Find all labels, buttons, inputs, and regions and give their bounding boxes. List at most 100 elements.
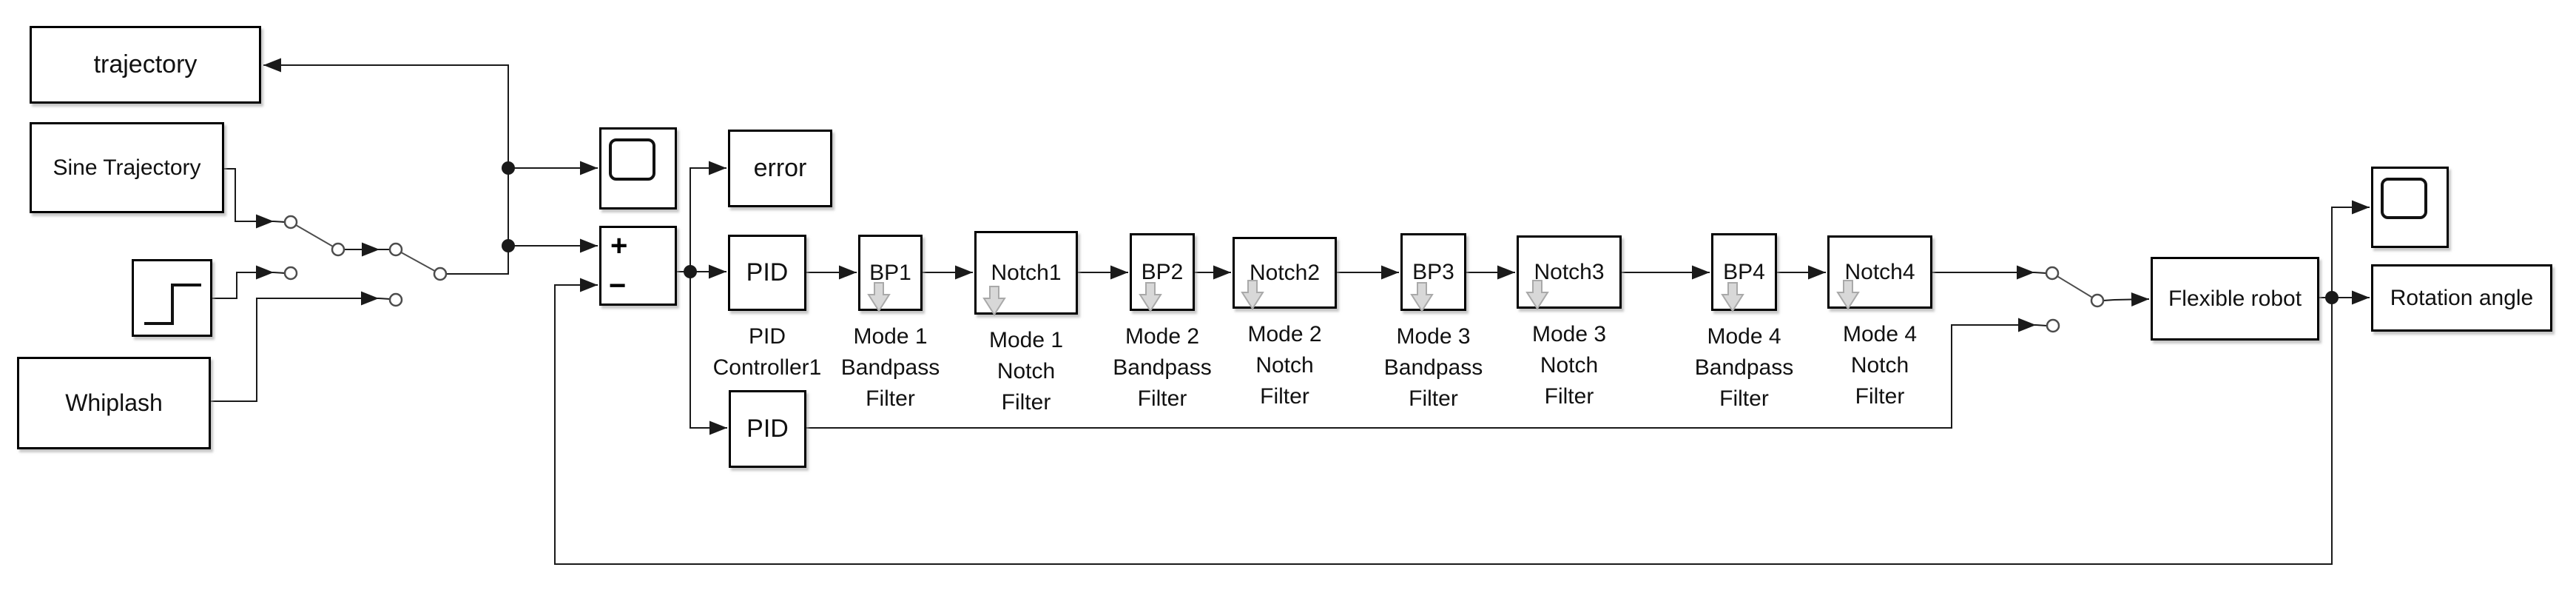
signal-wire-sine-to-switch1[interactable] (224, 168, 274, 222)
branch-dot (502, 161, 515, 175)
branch-dot (502, 239, 515, 252)
notch1-label: Notch1 (991, 260, 1062, 285)
signal-wire-step-switch1-stub[interactable] (273, 272, 286, 274)
arrowhead-icon (2352, 290, 2370, 305)
block-scope-output[interactable] (2371, 167, 2449, 248)
branch-dot (2325, 291, 2339, 304)
signal-wire-feedback-to-sum-minus[interactable] (554, 284, 2333, 565)
error-label: error (753, 154, 807, 182)
signal-wire-sine-switch1-stub[interactable] (273, 221, 286, 223)
signal-wire-step-to-switch1[interactable] (212, 272, 274, 299)
block-bp1[interactable]: BP1 (858, 235, 923, 311)
arrowhead-icon (839, 265, 857, 280)
trajectory-label: trajectory (93, 50, 198, 78)
arrowhead-icon (1381, 265, 1399, 280)
arrowhead-icon (580, 161, 598, 175)
block-bp2[interactable]: BP2 (1130, 233, 1195, 311)
rotation-angle-label: Rotation angle (2390, 285, 2534, 310)
block-sum-junction[interactable]: +− (599, 226, 677, 306)
arrowhead-icon (361, 291, 379, 306)
signal-wire-pid2-to-switch3[interactable] (806, 324, 2036, 429)
arrowhead-icon (1692, 265, 1710, 280)
manual-switch-reference-arm[interactable] (395, 249, 441, 275)
block-bp4[interactable]: BP4 (1711, 233, 1777, 311)
block-sine-trajectory[interactable]: Sine Trajectory (30, 122, 224, 213)
block-pid-controller-2[interactable]: PID (729, 390, 806, 468)
arrowhead-icon (2018, 318, 2036, 332)
down-arrow-badge-icon (1835, 280, 1860, 310)
block-pid-controller-1[interactable]: PID (728, 235, 806, 311)
arrowhead-icon (1808, 265, 1826, 280)
pid-controller-2-label: PID (746, 415, 789, 443)
block-step-source[interactable] (132, 259, 212, 337)
manual-switch-controller-in2-port[interactable] (2046, 318, 2060, 333)
down-arrow-badge-icon (1139, 282, 1163, 312)
sum-minus-sign: − (609, 269, 627, 302)
block-trajectory[interactable]: trajectory (30, 26, 261, 104)
signal-wire-notch4-switch3-stub[interactable] (2034, 272, 2047, 274)
manual-switch-source-arm[interactable] (290, 221, 339, 250)
arrowhead-icon (2131, 292, 2149, 307)
arrowhead-icon (955, 265, 973, 280)
manual-switch-reference-out-port[interactable] (433, 266, 448, 281)
manual-switch-source-out-port[interactable] (331, 242, 345, 257)
notch3-label: Notch3 (1534, 259, 1605, 284)
down-arrow-badge-icon (1525, 280, 1549, 310)
sine-trajectory-label: Sine Trajectory (53, 155, 201, 180)
arrowhead-icon (1497, 265, 1515, 280)
down-arrow-badge-icon (982, 286, 1007, 316)
arrowhead-icon (709, 420, 727, 435)
block-flexible-robot[interactable]: Flexible robot (2151, 257, 2319, 341)
signal-wire-whiplash-switch2-stub[interactable] (378, 298, 391, 300)
manual-switch-controller-arm[interactable] (2051, 272, 2098, 301)
step-icon (144, 284, 201, 325)
pid-controller-1-label: PID (746, 258, 789, 286)
block-whiplash[interactable]: Whiplash (17, 357, 211, 449)
manual-switch-controller-out-port[interactable] (2090, 293, 2105, 308)
arrowhead-icon (2017, 265, 2034, 280)
signal-wire-robot-branch-to-scope[interactable] (2331, 207, 2370, 298)
manual-switch-reference-in2-port[interactable] (388, 292, 403, 307)
block-error[interactable]: error (728, 130, 832, 207)
bp1-label: BP1 (869, 260, 911, 285)
manual-switch-source-in1-port[interactable] (283, 215, 298, 229)
bp4-label: BP4 (1723, 259, 1765, 284)
bp3-label: BP3 (1412, 259, 1454, 284)
block-bp3[interactable]: BP3 (1400, 233, 1466, 311)
down-arrow-badge-icon (1409, 282, 1434, 312)
down-arrow-badge-icon (1241, 280, 1265, 310)
signal-wire-switch2-to-trajectory-trunk[interactable] (263, 64, 509, 275)
signal-wire-sum-branch-to-error[interactable] (689, 167, 726, 272)
block-rotation-angle[interactable]: Rotation angle (2371, 264, 2552, 332)
arrowhead-icon (709, 161, 726, 175)
arrowhead-icon (709, 264, 726, 279)
arrowhead-icon (263, 58, 281, 73)
scope-icon (609, 138, 655, 181)
branch-dot (684, 265, 697, 278)
signal-wire-switch3-out-stub[interactable] (2103, 299, 2115, 301)
whiplash-label: Whiplash (65, 389, 163, 416)
notch4-label: Notch4 (1844, 259, 1915, 284)
signal-wire-pid2-switch3-stub[interactable] (2035, 324, 2048, 326)
arrowhead-icon (362, 242, 380, 257)
manual-switch-source-in2-port[interactable] (283, 266, 298, 281)
manual-switch-controller-in1-port[interactable] (2045, 266, 2060, 281)
block-notch1[interactable]: Notch1 (974, 231, 1078, 315)
block-scope-reference[interactable] (599, 127, 677, 209)
arrowhead-icon (256, 214, 274, 229)
arrowhead-icon (1110, 265, 1128, 280)
signal-wire-whiplash-to-switch2[interactable] (211, 298, 379, 402)
arrowhead-icon (580, 278, 598, 292)
sum-plus-sign: + (610, 229, 628, 262)
manual-switch-reference-in1-port[interactable] (388, 242, 403, 257)
